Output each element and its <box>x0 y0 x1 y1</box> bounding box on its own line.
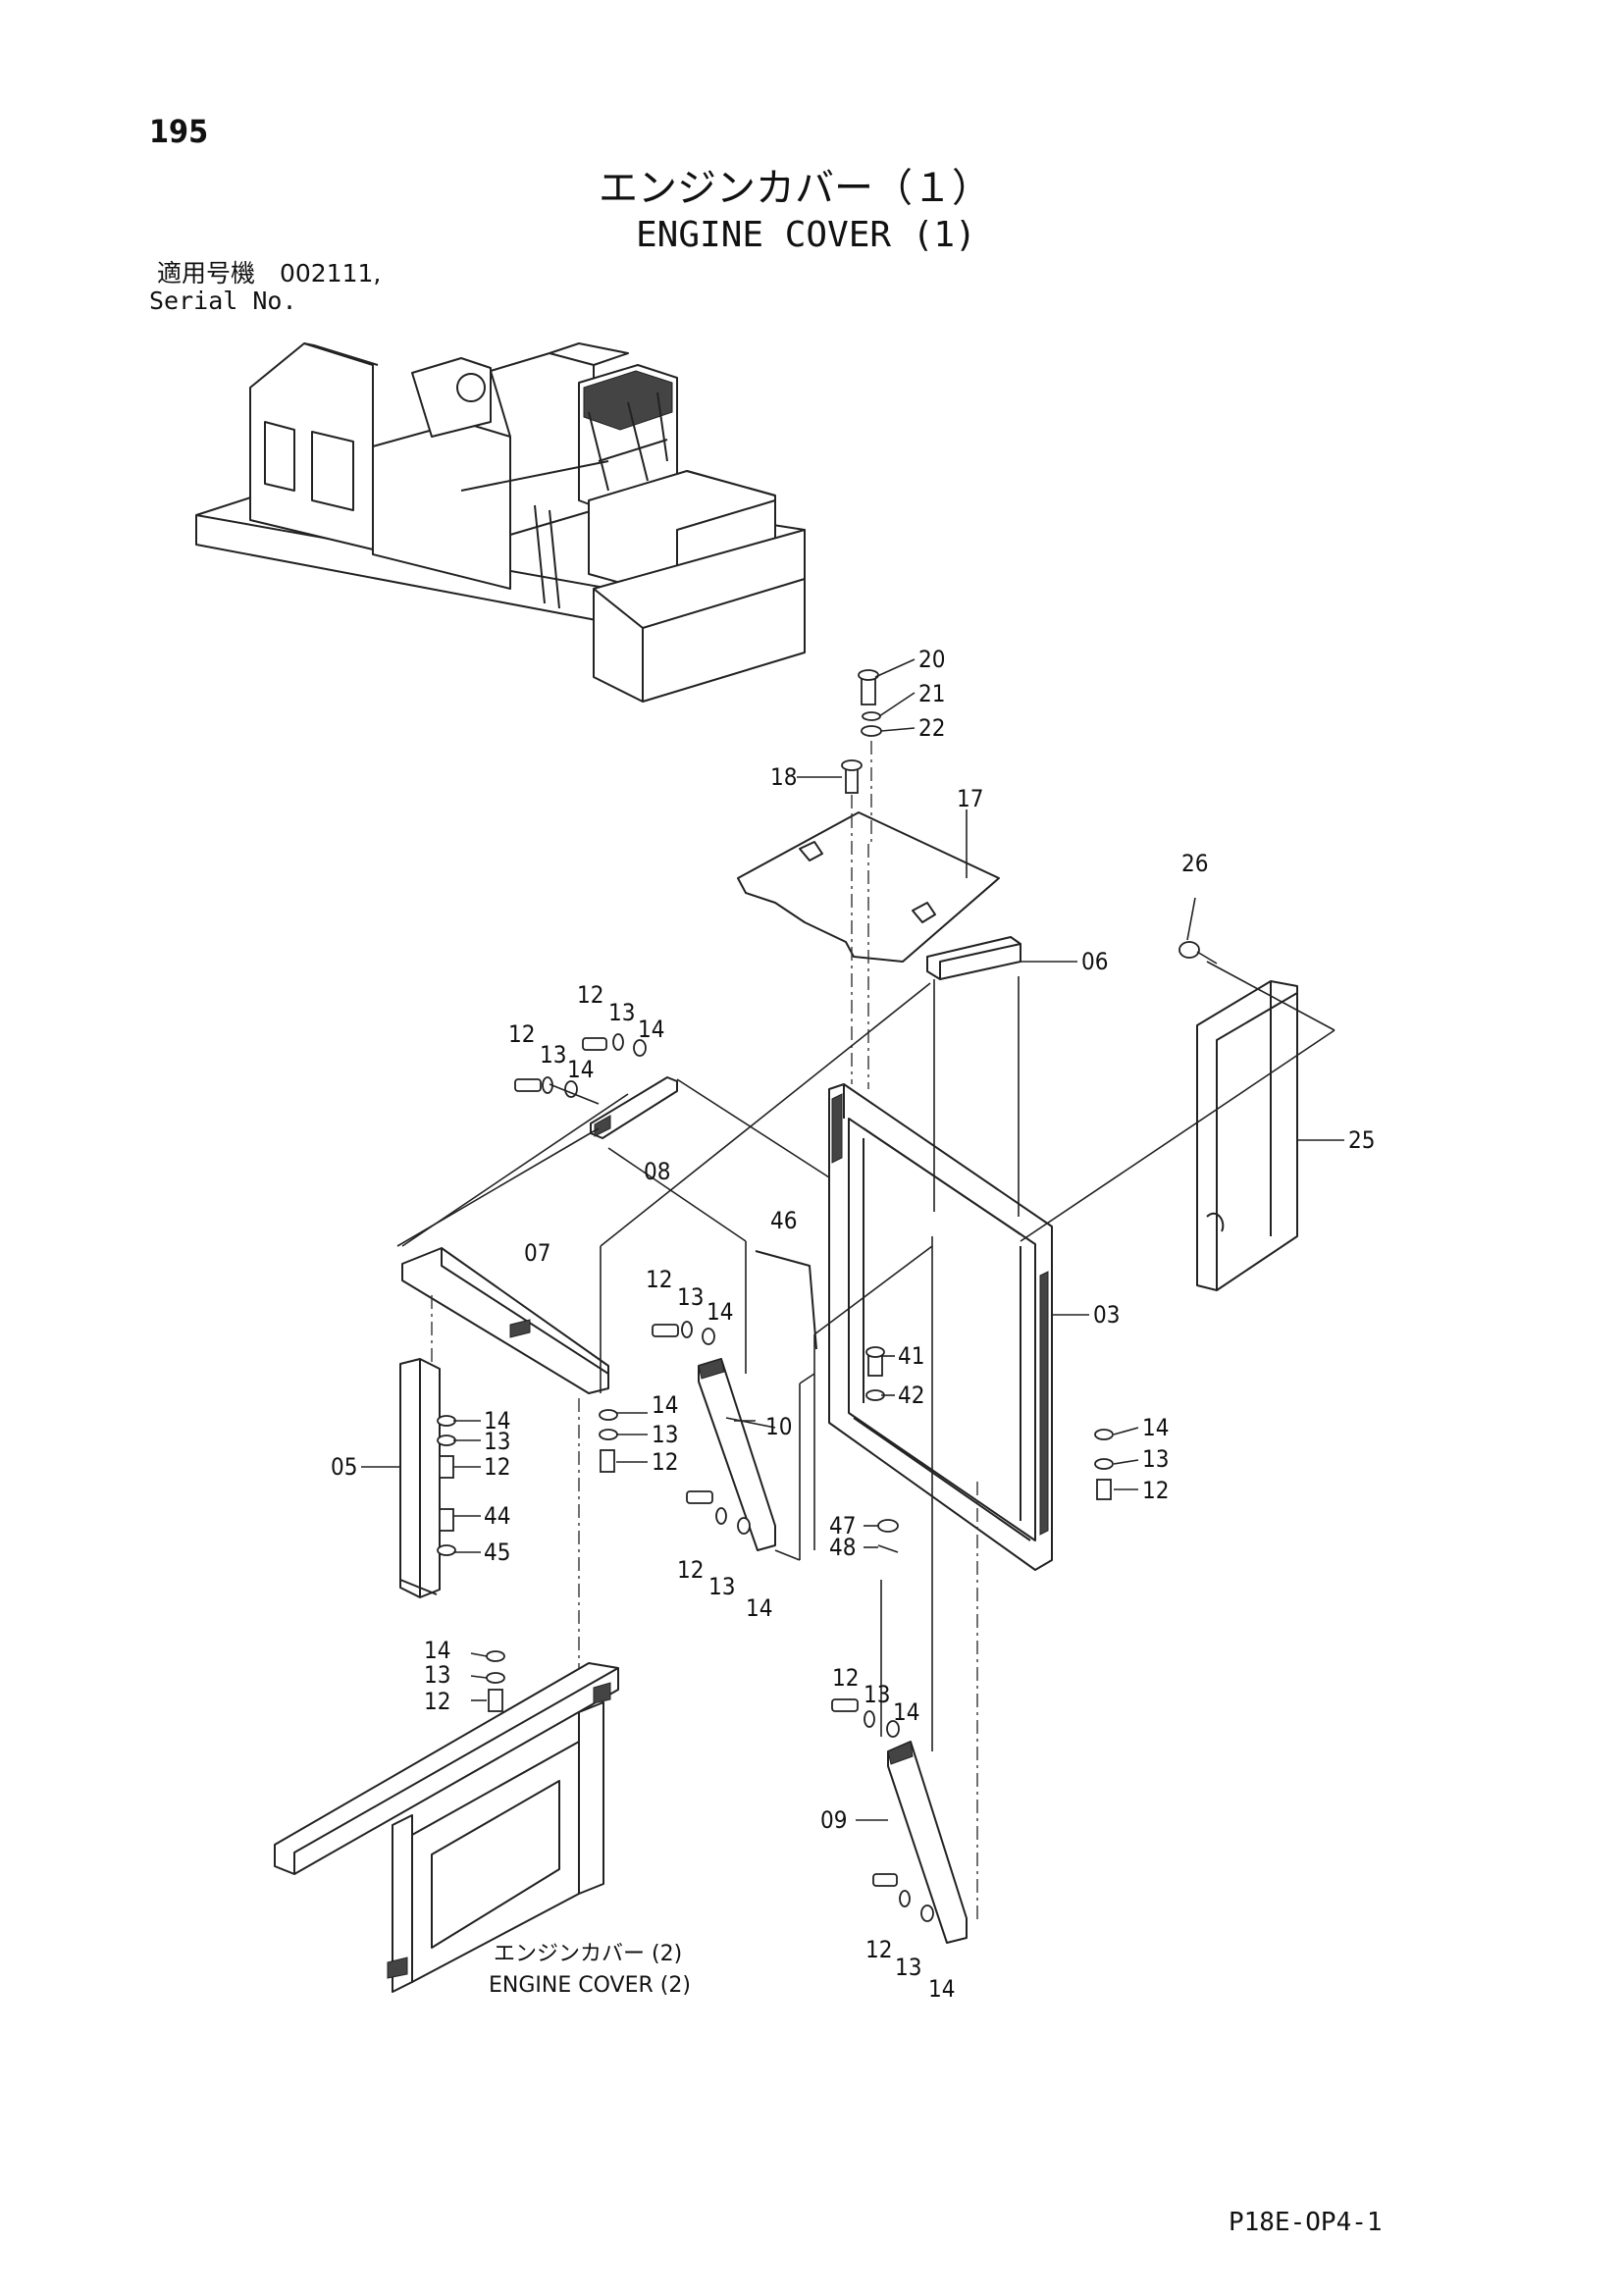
callout-14: 14 <box>652 1391 678 1419</box>
callout-22: 22 <box>918 714 945 742</box>
callout-12: 12 <box>577 981 603 1009</box>
callout-12: 12 <box>865 1936 892 1963</box>
page-title-japanese: エンジンカバー（１） <box>599 166 991 211</box>
hardware-group-lower-center <box>831 1698 934 1922</box>
callout-13: 13 <box>608 999 635 1026</box>
callout-14: 14 <box>424 1637 450 1664</box>
callout-03: 03 <box>1093 1301 1120 1329</box>
part-17-top-cover-plate <box>737 811 1000 963</box>
callout-12: 12 <box>484 1453 510 1481</box>
callout-12: 12 <box>677 1556 704 1584</box>
callout-25: 25 <box>1348 1126 1375 1154</box>
hardware-group-upper-left <box>514 1033 647 1098</box>
callout-14: 14 <box>893 1698 919 1726</box>
callout-12: 12 <box>646 1266 672 1293</box>
callout-06: 06 <box>1081 948 1108 975</box>
part-10-diagonal-brace <box>698 1358 776 1551</box>
callout-13: 13 <box>1142 1445 1169 1473</box>
callout-17: 17 <box>957 785 983 812</box>
alignment-lines <box>396 814 1335 1923</box>
engine-cover-2-frame <box>274 1662 619 1993</box>
callout-14: 14 <box>746 1594 772 1622</box>
callout-13: 13 <box>864 1681 890 1708</box>
callout-12: 12 <box>1142 1477 1169 1504</box>
part-06-bracket <box>926 936 1021 980</box>
part-08-bracket <box>590 1076 678 1139</box>
callout-13: 13 <box>424 1661 450 1689</box>
callout-labels: 20 21 22 18 17 26 06 25 03 08 07 46 10 4… <box>331 646 1375 2003</box>
drawing-reference-code: P18E-OP4-1 <box>1229 2208 1383 2237</box>
callout-13: 13 <box>540 1041 566 1069</box>
callout-05: 05 <box>331 1453 357 1481</box>
hardware-group-lower-left <box>486 1650 505 1712</box>
callout-13: 13 <box>895 1954 921 1981</box>
part-25-side-panel <box>1178 941 1298 1291</box>
callout-21: 21 <box>918 680 945 707</box>
hardware-group-right <box>865 1346 1114 1553</box>
part-07-beam <box>401 1247 609 1394</box>
part-05-vertical-post <box>399 1358 441 1598</box>
callout-18: 18 <box>770 763 797 791</box>
page-title-english: ENGINE COVER (1) <box>636 215 976 255</box>
hardware-group-center <box>599 1321 751 1535</box>
callout-12: 12 <box>508 1020 535 1048</box>
callout-14: 14 <box>928 1975 955 2003</box>
callout-14: 14 <box>638 1016 664 1043</box>
callout-13: 13 <box>484 1428 510 1455</box>
callout-07: 07 <box>524 1239 550 1267</box>
callout-14: 14 <box>1142 1414 1169 1441</box>
part-03-main-frame <box>828 1083 1053 1571</box>
callout-12: 12 <box>652 1448 678 1476</box>
callout-45: 45 <box>484 1539 510 1566</box>
hardware-group-post <box>437 1415 456 1556</box>
callout-44: 44 <box>484 1502 510 1530</box>
callout-41: 41 <box>898 1342 924 1370</box>
callout-08: 08 <box>644 1158 670 1185</box>
callout-12: 12 <box>424 1688 450 1715</box>
sub-reference-english: ENGINE COVER (2) <box>489 1973 691 1998</box>
callout-12: 12 <box>832 1664 859 1692</box>
callout-47: 47 <box>829 1512 856 1539</box>
leader-lines <box>361 658 1344 1821</box>
callout-20: 20 <box>918 646 945 673</box>
serial-number-label: Serial No. <box>149 287 297 315</box>
serial-applicability-japanese: 適用号機 002111, <box>157 259 382 287</box>
callout-13: 13 <box>677 1283 704 1311</box>
callout-14: 14 <box>567 1056 594 1083</box>
part-09-lower-diagonal-brace <box>887 1741 968 1944</box>
sub-reference-japanese: エンジンカバー (2) <box>494 1942 682 1966</box>
part-46-rod <box>755 1250 817 1350</box>
callout-10: 10 <box>765 1413 792 1440</box>
callout-13: 13 <box>652 1421 678 1448</box>
callout-14: 14 <box>707 1298 733 1326</box>
callout-13: 13 <box>708 1573 735 1600</box>
callout-26: 26 <box>1181 850 1208 877</box>
callout-46: 46 <box>770 1207 797 1234</box>
callout-09: 09 <box>820 1806 847 1834</box>
callout-42: 42 <box>898 1382 924 1409</box>
callout-14: 14 <box>484 1407 510 1435</box>
page-number: 195 <box>149 113 209 150</box>
callout-48: 48 <box>829 1534 856 1561</box>
machine-overview-illustration <box>195 342 806 703</box>
